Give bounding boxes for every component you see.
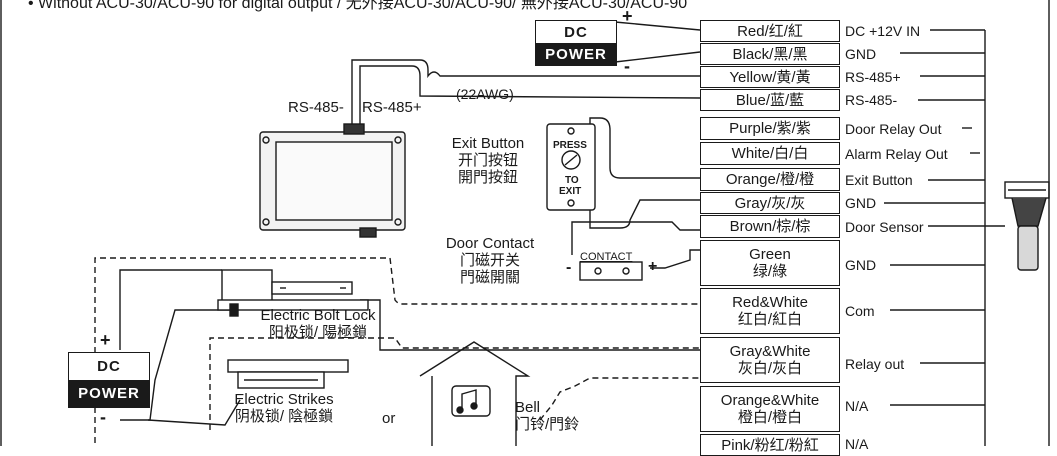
dc-label-top: DC	[564, 23, 588, 41]
door-contact-minus: -	[566, 259, 572, 276]
wire-gauge-label: (22AWG)	[456, 86, 514, 102]
wire-func-12: N/A	[845, 398, 869, 414]
wire-color-13: Pink/粉红/粉紅	[700, 434, 840, 456]
wire-color-4: Purple/紫/紫	[700, 117, 840, 140]
exit-button-label: Exit Button 开门按钮 開門按鈕	[451, 135, 525, 186]
exit-button-to: TO	[565, 175, 579, 186]
wire-func-0: DC +12V IN	[845, 23, 921, 39]
wire-func-9: GND	[845, 257, 877, 273]
dc-bottom-plus: +	[100, 330, 111, 350]
wire-func-6: Exit Button	[845, 172, 913, 188]
wire-color-12: Orange&White 橙白/橙白	[700, 386, 840, 432]
wire-func-7: GND	[845, 195, 877, 211]
electric-strikes-label: Electric Strikes 阴极锁/ 陰極鎖	[234, 391, 334, 425]
door-contact-plus: +	[648, 258, 658, 275]
exit-button-press: PRESS	[553, 140, 587, 151]
wire-color-6: Orange/橙/橙	[700, 168, 840, 191]
wire-color-1: Black/黑/黑	[700, 43, 840, 65]
wire-color-11: Gray&White 灰白/灰白	[700, 337, 840, 383]
bolt-lock-label: Electric Bolt Lock 阳极锁/ 陽極鎖	[260, 307, 376, 341]
dc-power-bottom: DC POWER	[68, 352, 150, 408]
wire-color-5: White/白/白	[700, 142, 840, 165]
dc-top-minus: -	[624, 56, 630, 76]
wire-func-13: N/A	[845, 436, 869, 452]
wire-func-11: Relay out	[845, 356, 905, 372]
wire-func-1: GND	[845, 46, 877, 62]
wire-color-2: Yellow/黄/黃	[700, 66, 840, 88]
power-label-top: POWER	[536, 43, 616, 65]
dc-top-plus: +	[622, 6, 633, 26]
or-label: or	[382, 410, 396, 427]
power-label-bottom: POWER	[69, 380, 149, 407]
rs485-plus-label: RS-485+	[362, 99, 422, 116]
wire-color-0: Red/红/紅	[700, 20, 840, 42]
wire-func-5: Alarm Relay Out	[845, 146, 948, 162]
wire-func-8: Door Sensor	[845, 219, 924, 235]
note-header: • Without ACU-30/ACU-90 for digital outp…	[28, 0, 688, 12]
wire-color-9: Green 绿/綠	[700, 240, 840, 286]
dc-power-top: DC POWER	[535, 20, 617, 66]
wire-color-10: Red&White 红白/紅白	[700, 288, 840, 334]
wiring-lines	[0, 0, 1050, 446]
wire-func-3: RS-485-	[845, 92, 898, 108]
wire-func-2: RS-485+	[845, 69, 901, 85]
rs485-minus-label: RS-485-	[288, 99, 344, 116]
door-contact-label: Door Contact 门磁开关 門磁開關	[445, 235, 535, 286]
dc-bottom-minus: -	[100, 407, 106, 427]
dc-label-bottom: DC	[97, 358, 121, 375]
wire-func-4: Door Relay Out	[845, 121, 942, 137]
wire-color-8: Brown/棕/棕	[700, 215, 840, 238]
wire-color-3: Blue/蓝/藍	[700, 89, 840, 111]
bell-label: Bell 门铃/門鈴	[515, 399, 580, 433]
wire-func-10: Com	[845, 303, 875, 319]
wire-color-7: Gray/灰/灰	[700, 192, 840, 214]
exit-button-exit: EXIT	[559, 186, 582, 197]
door-contact-badge: CONTACT	[580, 251, 633, 263]
